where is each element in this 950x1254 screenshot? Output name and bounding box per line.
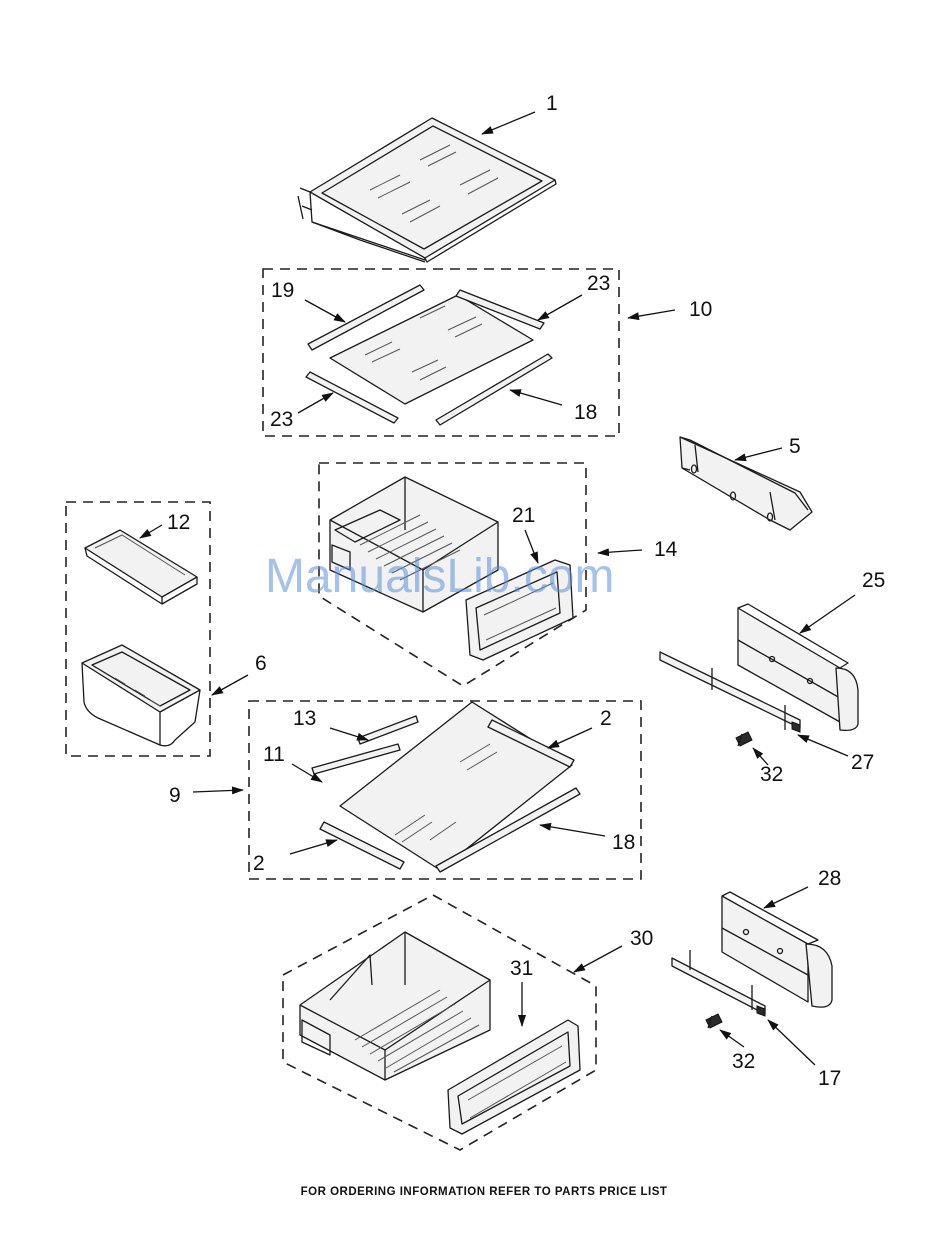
label-1: 1 <box>546 92 558 115</box>
part-30-crisper <box>300 932 490 1080</box>
label-17: 17 <box>818 1067 841 1090</box>
label-32-bottom: 32 <box>732 1050 755 1073</box>
part-32-screw-b <box>706 1014 722 1028</box>
part-28-rail-cover <box>722 892 832 1007</box>
label-21: 21 <box>512 504 535 527</box>
label-12: 12 <box>167 511 190 534</box>
watermark: ManualsLib.com <box>265 550 615 603</box>
label-30: 30 <box>630 927 653 950</box>
part-10-shelf-assembly <box>306 285 552 425</box>
label-19: 19 <box>271 279 294 302</box>
part-9-shelf-assembly <box>312 702 580 872</box>
part-1-glass-shelf <box>298 118 556 262</box>
footer-note: FOR ORDERING INFORMATION REFER TO PARTS … <box>301 1186 668 1198</box>
part-6-bin <box>82 645 200 746</box>
label-11: 11 <box>263 743 285 766</box>
label-23-bottom: 23 <box>270 408 293 431</box>
label-18-bottom: 18 <box>612 831 635 854</box>
label-14: 14 <box>654 538 678 561</box>
label-2-top: 2 <box>600 707 612 730</box>
part-25-rail-cover <box>738 604 858 730</box>
part-12-lid <box>85 530 197 604</box>
label-27: 27 <box>851 751 874 774</box>
label-28: 28 <box>818 867 841 890</box>
label-23-top: 23 <box>587 272 610 295</box>
label-9: 9 <box>169 784 181 807</box>
group-6-boundary <box>66 502 210 756</box>
label-5: 5 <box>789 435 801 458</box>
label-18-top: 18 <box>574 401 597 424</box>
label-10: 10 <box>689 298 712 321</box>
part-32-screw-a <box>736 732 752 746</box>
label-31: 31 <box>510 957 533 980</box>
label-13: 13 <box>293 707 316 730</box>
label-25: 25 <box>862 569 885 592</box>
label-6: 6 <box>255 652 267 675</box>
label-32-top: 32 <box>760 763 783 786</box>
label-2-bottom: 2 <box>253 852 265 875</box>
